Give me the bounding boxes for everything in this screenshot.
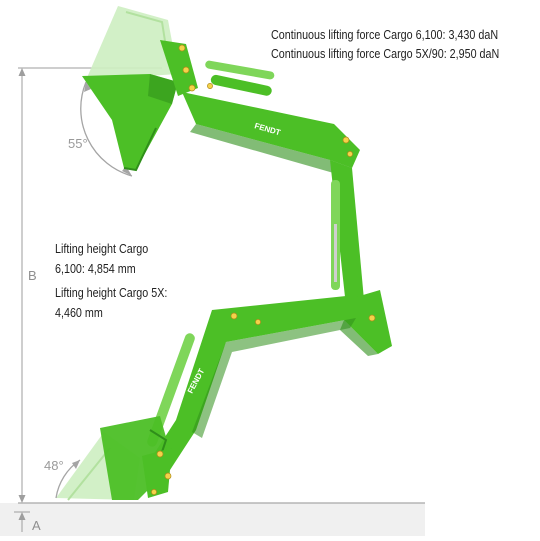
angle-label-bottom: 48°	[44, 458, 64, 473]
dimension-label-a: A	[32, 518, 41, 533]
angle-label-top: 55°	[68, 136, 88, 151]
pivot-pins	[151, 44, 376, 495]
force-label-cargo-6100: Continuous lifting force Cargo 6,100: 3,…	[271, 28, 499, 42]
bucket-lowered	[100, 416, 172, 500]
lifting-height-label-5x: Lifting height Cargo 5X:	[55, 286, 168, 300]
angle-arc-48	[55, 459, 81, 499]
dimension-a	[14, 511, 30, 532]
boom-lower: FENDT	[147, 296, 356, 470]
bucket-raised	[82, 74, 178, 172]
ground-area	[0, 503, 425, 536]
boom-upper: FENDT	[182, 92, 360, 176]
lifting-height-label-1: Lifting height Cargo	[55, 242, 149, 256]
lifting-height-value-6100: 6,100: 4,854 mm	[55, 262, 136, 276]
boom-post	[330, 160, 392, 356]
upper-linkage	[160, 40, 275, 96]
lifting-height-value-5x: 4,460 mm	[55, 306, 103, 320]
force-label-cargo-5x90: Continuous lifting force Cargo 5X/90: 2,…	[271, 47, 500, 61]
dimension-label-b: B	[28, 268, 37, 283]
